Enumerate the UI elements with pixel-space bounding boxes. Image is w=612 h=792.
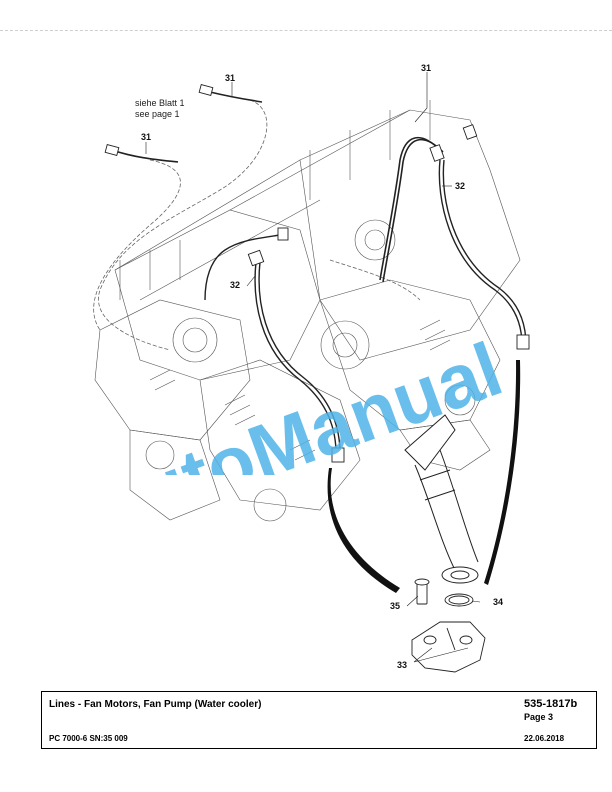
- callout-leaders: [145, 72, 481, 663]
- hose-fittings: [104, 84, 530, 463]
- callout-31-left: 31: [141, 132, 152, 142]
- leader-swooshes: [327, 360, 521, 593]
- machine-model: PC 7000-6 SN:35 009: [49, 734, 128, 743]
- hose-31: [111, 91, 444, 283]
- note-see-page-en: see page 1: [135, 109, 180, 119]
- watermark-logo: AutoManual: [75, 327, 513, 475]
- drawing-title: Lines - Fan Motors, Fan Pump (Water cool…: [49, 699, 262, 710]
- callout-34: 34: [493, 597, 504, 607]
- hose-32: [204, 159, 527, 451]
- callout-31-top-left: 31: [225, 73, 236, 83]
- machine-outline: [94, 100, 521, 522]
- flange-parts: [411, 578, 486, 673]
- callout-35: 35: [390, 601, 401, 611]
- title-block: Lines - Fan Motors, Fan Pump (Water cool…: [41, 691, 597, 749]
- callout-31-right: 31: [421, 63, 432, 73]
- note-see-page-de: siehe Blatt 1: [135, 98, 185, 108]
- callout-33: 33: [397, 660, 408, 670]
- page-number: Page 3: [524, 712, 554, 722]
- document-number: 535-1817b: [524, 698, 578, 710]
- callout-32-left: 32: [230, 280, 241, 290]
- document-date: 22.06.2018: [524, 734, 565, 743]
- callout-32-right: 32: [455, 181, 466, 191]
- top-crop-line: [0, 30, 612, 31]
- watermark-text: AutoManual: [75, 327, 513, 475]
- hose-33-section: [404, 414, 479, 584]
- dashed-lines: [93, 99, 421, 351]
